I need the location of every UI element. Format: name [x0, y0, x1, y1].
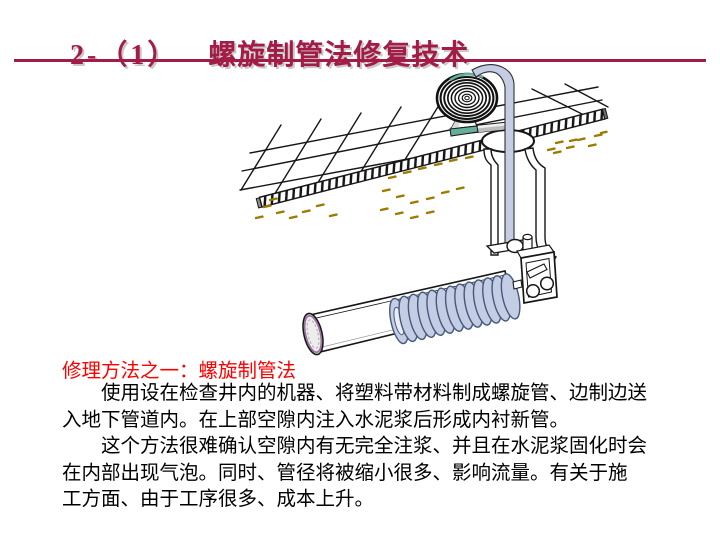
soil-dashes — [254, 130, 608, 220]
title-number: 2-（1） — [70, 39, 179, 71]
body-line: 这个方法很难确认空隙内有无完全注浆、并且在水泥浆固化时会 — [101, 436, 648, 458]
title-text: 螺旋制管法修复技术 — [208, 39, 470, 71]
ground-grid — [239, 83, 609, 201]
winding-machine — [485, 233, 558, 305]
host-pipe-open-end — [302, 312, 324, 356]
stand-base-teal — [449, 125, 479, 137]
body-line: 工方面、由于工序很多、成本上升。 — [62, 489, 375, 511]
body-line: 入地下管道内。在上部空隙内注入水泥浆后形成内衬新管。 — [62, 409, 570, 431]
spool-teal-edge — [449, 72, 484, 82]
body-line: 使用设在检查井内的机器、将塑料带材料制成螺旋管、边制边送 — [101, 383, 648, 404]
page-title: 2-（1） 螺旋制管法修复技术 — [70, 33, 469, 73]
machine-gear-right — [539, 276, 555, 291]
body-line: 在内部出现气泡。同时、管径将被缩小很多、影响流量。有关于施 — [62, 462, 628, 484]
body-text: 使用设在检查井内的机器、将塑料带材料制成螺旋管、边制边送 入地下管道内。在上部空… — [62, 381, 647, 514]
machine-feed-bar — [526, 263, 548, 279]
machine-nozzle — [512, 279, 523, 290]
title-underline — [14, 59, 706, 62]
method-subtitle: 修理方法之一：螺旋制管法 — [62, 361, 297, 382]
machine-body — [520, 250, 558, 305]
strip-spool — [435, 72, 499, 124]
pipe-rim-purple — [303, 314, 323, 354]
machine-gear-left — [525, 283, 541, 299]
manhole-shaft-left-wall — [483, 148, 499, 256]
